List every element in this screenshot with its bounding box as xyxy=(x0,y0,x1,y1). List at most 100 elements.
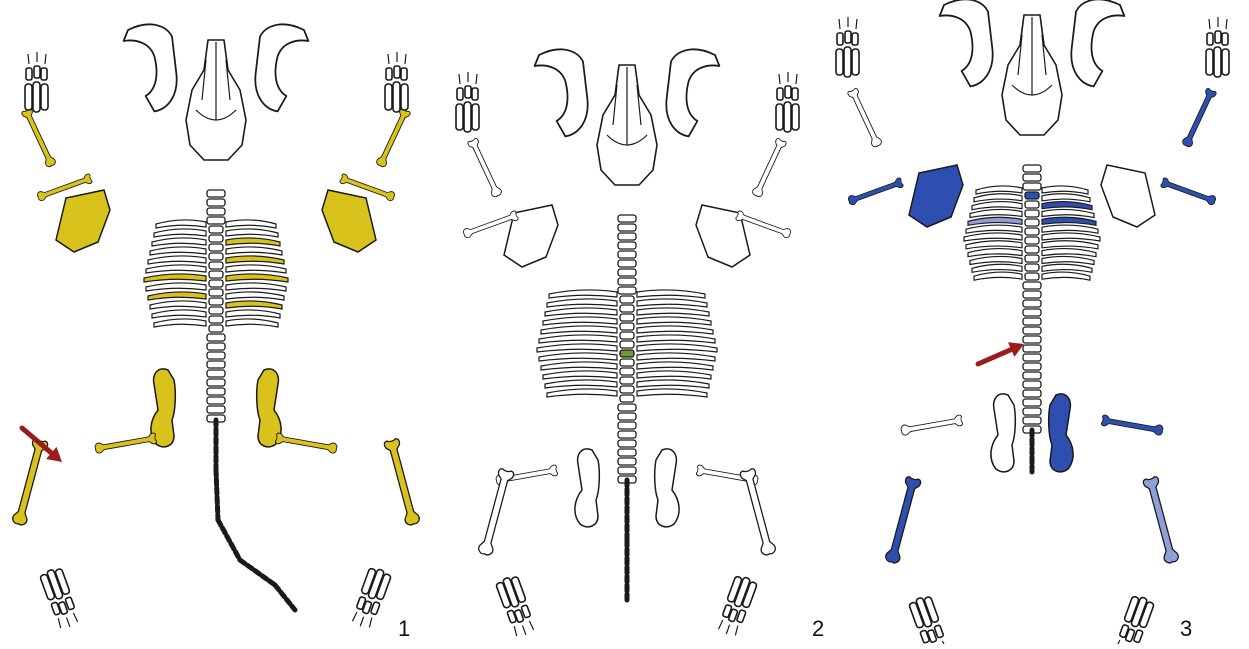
mandible-left xyxy=(940,0,993,86)
skull xyxy=(186,40,246,160)
rib xyxy=(148,292,206,300)
vertebra xyxy=(618,467,636,474)
hindpaw-R xyxy=(716,574,758,638)
vertebra xyxy=(620,386,634,393)
rib xyxy=(226,247,282,255)
femur-L xyxy=(900,415,962,436)
rib xyxy=(1042,225,1098,233)
vertebra xyxy=(1023,282,1041,289)
vertebra xyxy=(1023,327,1041,334)
vertebra xyxy=(1023,336,1041,343)
rib xyxy=(1042,209,1094,217)
forepaw-R xyxy=(385,52,408,112)
forepaw-R xyxy=(1206,17,1229,77)
rib xyxy=(150,301,206,309)
vertebra xyxy=(620,314,634,321)
vertebra xyxy=(1025,219,1039,226)
tibia-R xyxy=(384,438,421,526)
rib xyxy=(637,317,711,325)
vertebra xyxy=(209,244,223,251)
skeleton-3 xyxy=(836,0,1229,644)
vertebra xyxy=(207,208,225,215)
hindpaw-R xyxy=(1113,594,1155,644)
pelvis-L xyxy=(575,449,599,527)
vertebra xyxy=(618,422,636,429)
forepaw-R xyxy=(776,72,799,132)
rib xyxy=(226,220,276,228)
rib xyxy=(966,241,1022,249)
rib xyxy=(146,283,206,291)
vertebra xyxy=(1023,174,1041,181)
rib xyxy=(547,299,617,307)
skull xyxy=(1002,15,1062,135)
rib xyxy=(226,274,288,282)
rib xyxy=(1042,249,1096,257)
hindpaw-L xyxy=(39,566,81,630)
vertebra xyxy=(1023,372,1041,379)
vertebra xyxy=(620,395,634,402)
vertebra xyxy=(207,343,225,350)
vertebra xyxy=(1025,228,1039,235)
humerus-L xyxy=(847,177,903,206)
vertebra xyxy=(618,458,636,465)
rib xyxy=(541,362,617,370)
arrow-icon xyxy=(22,428,62,462)
vertebra xyxy=(209,316,223,323)
skull xyxy=(597,65,657,185)
vertebra xyxy=(618,449,636,456)
rib xyxy=(226,283,286,291)
rib xyxy=(541,326,617,334)
vertebra xyxy=(1025,264,1039,271)
vertebra xyxy=(618,215,636,222)
vertebra xyxy=(620,305,634,312)
rib xyxy=(144,274,206,282)
mandible-left xyxy=(535,49,588,136)
vertebra xyxy=(209,235,223,242)
rib xyxy=(539,353,617,361)
rib xyxy=(1042,202,1092,210)
scapula-L xyxy=(56,190,110,252)
rib xyxy=(637,389,707,397)
vertebra xyxy=(209,253,223,260)
vertebra xyxy=(620,368,634,375)
vertebra xyxy=(207,397,225,404)
hindpaw-L xyxy=(908,594,950,644)
vertebra xyxy=(620,377,634,384)
vertebra xyxy=(207,190,225,197)
rib xyxy=(154,229,206,237)
tail-vertebra xyxy=(240,560,275,585)
vertebra xyxy=(618,242,636,249)
rib xyxy=(146,265,206,273)
panel-number-1: 1 xyxy=(398,618,410,640)
vertebra xyxy=(618,224,636,231)
vertebra xyxy=(1023,309,1041,316)
rib xyxy=(972,264,1022,272)
vertebra xyxy=(207,370,225,377)
rib xyxy=(1042,217,1096,225)
scapula-L xyxy=(909,165,963,227)
rib xyxy=(226,301,282,309)
vertebra xyxy=(207,388,225,395)
mandible-right xyxy=(1071,0,1124,86)
vertebra xyxy=(209,289,223,296)
vertebra xyxy=(618,413,636,420)
rib xyxy=(226,229,278,237)
rib xyxy=(637,308,709,316)
rib xyxy=(1042,233,1100,241)
vertebra xyxy=(209,307,223,314)
rib xyxy=(1042,264,1092,272)
vertebra xyxy=(207,334,225,341)
vertebra xyxy=(618,269,636,276)
rib xyxy=(1042,241,1098,249)
hindpaw-R xyxy=(350,566,392,630)
skeleton-1 xyxy=(11,24,421,630)
vertebra xyxy=(1023,390,1041,397)
radius-L xyxy=(21,108,57,168)
vertebra xyxy=(620,341,634,348)
vertebra xyxy=(1023,381,1041,388)
vertebra xyxy=(620,332,634,339)
vertebra xyxy=(620,350,634,357)
rib xyxy=(637,344,717,352)
mandible-right xyxy=(666,49,719,136)
